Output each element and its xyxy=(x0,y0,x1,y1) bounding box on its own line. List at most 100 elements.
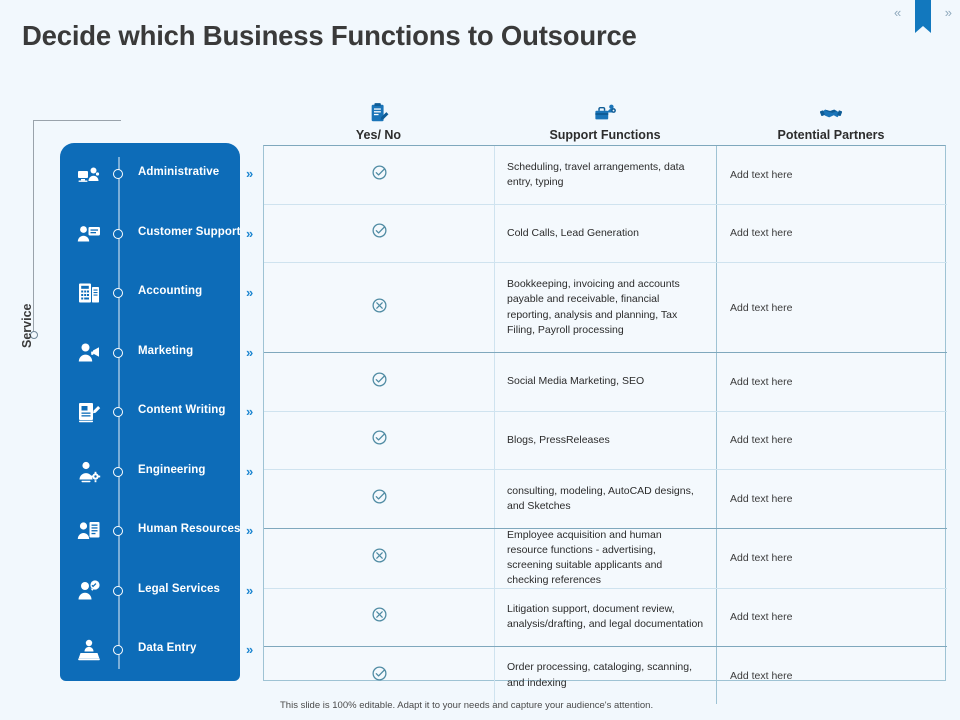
cell-support-functions: consulting, modeling, AutoCAD designs, a… xyxy=(495,470,717,528)
sidebar-row-chevron-icon: » xyxy=(246,582,254,598)
sidebar-node-icon xyxy=(113,466,123,477)
x-circle-icon xyxy=(371,297,388,319)
cell-potential-partners[interactable]: Add text here xyxy=(730,301,793,314)
sidebar-item-human-resources[interactable]: Human Resources xyxy=(60,510,240,552)
cell-potential-partners[interactable]: Add text here xyxy=(730,227,793,240)
cell-yes-no[interactable] xyxy=(264,647,495,704)
column-header-label: Yes/ No xyxy=(355,128,402,142)
toolbox-gear-icon xyxy=(494,100,716,124)
sidebar-item-data-entry[interactable]: Data Entry xyxy=(60,629,240,671)
cell-yes-no[interactable] xyxy=(264,204,495,262)
sidebar-item-label: Human Resources xyxy=(138,523,241,535)
column-header-yes-no: Yes/ No xyxy=(263,100,494,142)
column-header-label: Potential Partners xyxy=(777,128,885,142)
outsource-table: Scheduling, travel arrangements, data en… xyxy=(263,145,947,704)
cell-potential-partners[interactable]: Add text here xyxy=(730,552,793,565)
cell-support-functions: Blogs, PressReleases xyxy=(495,411,717,469)
cell-yes-no[interactable] xyxy=(264,146,495,204)
sidebar-item-accounting[interactable]: Accounting xyxy=(60,272,240,314)
table-row: Cold Calls, Lead Generation Add text here xyxy=(264,204,947,263)
table-row: consulting, modeling, AutoCAD designs, a… xyxy=(264,470,947,529)
ribbon-left-chevron-icon: « xyxy=(894,5,902,20)
sidebar-node-icon xyxy=(113,526,123,536)
sidebar-row-chevron-icon: » xyxy=(246,344,254,360)
cell-support-functions: Employee acquisition and human resource … xyxy=(495,529,717,588)
calculator-document-icon xyxy=(76,280,102,306)
sidebar-item-administrative[interactable]: Administrative xyxy=(60,153,240,195)
cell-yes-no[interactable] xyxy=(264,263,495,352)
ribbon-tag-icon xyxy=(915,0,931,33)
document-pencil-icon xyxy=(76,399,102,425)
cell-support-functions: Bookkeeping, invoicing and accounts paya… xyxy=(495,263,717,352)
ribbon-right-chevron-icon: » xyxy=(944,5,952,20)
column-header-potential-partners: Potential Partners xyxy=(716,100,946,142)
footer-note: This slide is 100% editable. Adapt it to… xyxy=(280,700,654,711)
service-bracket xyxy=(29,120,121,339)
sidebar-row-chevron-icon: » xyxy=(246,285,254,300)
cell-potential-partners[interactable]: Add text here xyxy=(730,493,793,505)
table-row: Order processing, cataloging, scanning, … xyxy=(264,647,947,704)
cell-potential-partners[interactable]: Add text here xyxy=(730,434,793,447)
cell-support-functions: Order processing, cataloging, scanning, … xyxy=(495,647,717,704)
cell-potential-partners[interactable]: Add text here xyxy=(730,611,793,624)
cell-potential-partners[interactable]: Add text here xyxy=(730,168,793,181)
cell-potential-partners[interactable]: Add text here xyxy=(730,375,793,388)
sidebar-node-icon xyxy=(113,347,123,358)
sidebar-row-chevron-icon: » xyxy=(246,404,254,419)
cell-yes-no[interactable] xyxy=(264,470,495,528)
cell-yes-no[interactable] xyxy=(264,588,495,646)
sidebar-node-icon xyxy=(113,288,123,298)
cell-yes-no[interactable] xyxy=(264,529,495,588)
sidebar-node-icon xyxy=(113,645,123,655)
sidebar-item-label: Administrative xyxy=(138,166,220,178)
sidebar-node-icon xyxy=(113,228,123,239)
person-resume-icon xyxy=(76,518,102,544)
sidebar-node-icon xyxy=(113,407,123,417)
sidebar-item-customer-support[interactable]: Customer Support xyxy=(60,213,240,255)
sidebar-item-label: Legal Services xyxy=(138,582,220,595)
sidebar-item-label: Content Writing xyxy=(138,404,226,416)
sidebar-node-icon xyxy=(113,169,123,179)
keyboard-person-icon xyxy=(76,637,102,663)
table-row: Social Media Marketing, SEO Add text here xyxy=(264,353,947,412)
sidebar-item-label: Marketing xyxy=(138,344,194,357)
cell-support-functions: Cold Calls, Lead Generation xyxy=(495,204,717,262)
cell-potential-partners[interactable]: Add text here xyxy=(730,669,793,682)
check-circle-icon xyxy=(371,429,388,451)
check-circle-icon xyxy=(371,488,388,510)
table-row: Litigation support, document review, ana… xyxy=(264,588,947,647)
sidebar-item-marketing[interactable]: Marketing xyxy=(60,332,240,374)
cell-yes-no[interactable] xyxy=(264,411,495,469)
sidebar-item-engineering[interactable]: Engineering xyxy=(60,451,240,493)
bracket-node-icon xyxy=(29,331,38,339)
table-row: Scheduling, travel arrangements, data en… xyxy=(264,146,947,205)
person-chat-icon xyxy=(76,221,102,247)
sidebar-item-content-writing[interactable]: Content Writing xyxy=(60,391,240,433)
service-axis-label: Service xyxy=(20,303,34,348)
x-circle-icon xyxy=(371,606,388,628)
page-title: Decide which Business Functions to Outso… xyxy=(22,20,637,51)
sidebar-row-chevron-icon: » xyxy=(246,642,254,657)
table-row: Bookkeeping, invoicing and accounts paya… xyxy=(264,263,947,353)
table-row: Employee acquisition and human resource … xyxy=(264,529,947,589)
check-circle-icon xyxy=(371,371,388,393)
person-megaphone-icon xyxy=(76,340,102,366)
x-circle-icon xyxy=(371,547,388,569)
sidebar-node-icon xyxy=(113,585,123,596)
cell-yes-no[interactable] xyxy=(264,353,495,411)
clipboard-pencil-icon xyxy=(263,100,494,124)
sidebar-item-label: Accounting xyxy=(138,285,203,297)
column-header-support-functions: Support Functions xyxy=(494,100,716,142)
cell-support-functions: Social Media Marketing, SEO xyxy=(495,353,717,411)
sidebar-row-chevron-icon: » xyxy=(246,463,254,479)
handshake-icon xyxy=(716,100,946,124)
cell-support-functions: Scheduling, travel arrangements, data en… xyxy=(495,146,717,204)
column-header-label: Support Functions xyxy=(549,128,661,142)
sidebar-item-legal-services[interactable]: Legal Services xyxy=(60,570,240,612)
table-row: Blogs, PressReleases Add text here xyxy=(264,411,947,470)
monitor-person-icon xyxy=(76,161,102,187)
sidebar-row-chevron-icon: » xyxy=(246,523,254,538)
sidebar-row-chevron-icon: » xyxy=(246,166,254,181)
